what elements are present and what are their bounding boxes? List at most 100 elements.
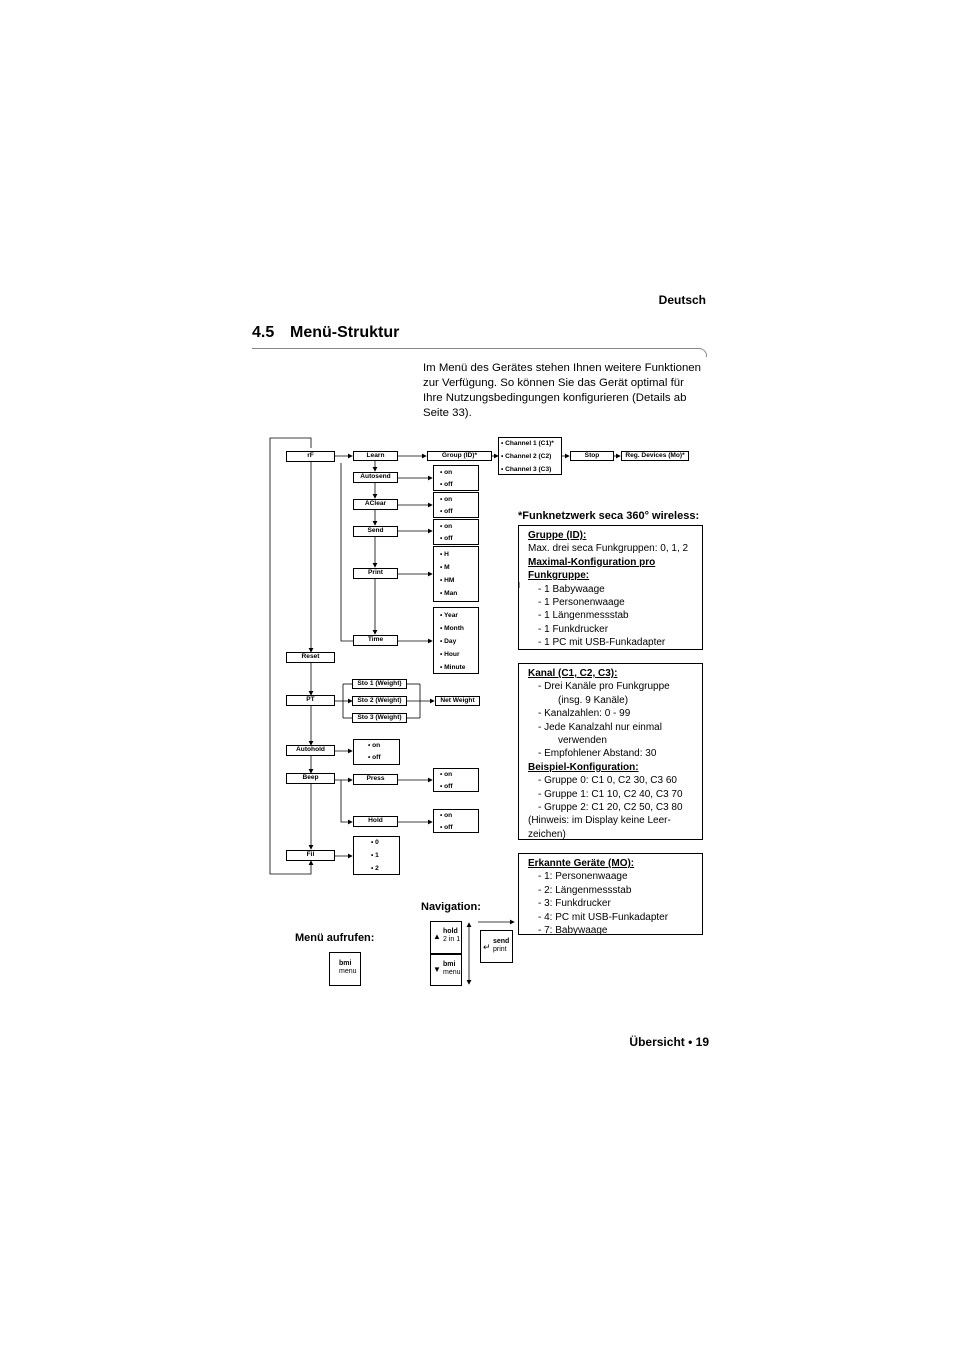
option-off: • off [440,535,453,542]
aclear-options: • on • off [433,492,479,518]
menu-item-print: Print [353,568,398,579]
intro-line: Ihre Nutzungsbedingungen konfigurieren (… [423,392,687,404]
list-item: - Kanalzahlen: 0 - 99 [538,708,631,720]
list-item: - 2: Längenmessstab [538,884,632,896]
hint-text: zeichen) [528,828,566,840]
menu-item-press: Press [353,774,398,785]
intro-line: Seite 33). [423,407,472,419]
menu-item-net-weight: Net Weight [435,696,480,706]
option-2: • 2 [371,865,379,872]
menu-item-time: Time [353,635,398,646]
list-item: - Gruppe 0: C1 0, C2 30, C3 60 [538,775,677,787]
hold-up-key[interactable]: ▲ hold 2 in 1 [430,921,462,954]
menu-item-send: Send [353,526,398,537]
section-title: Menü-Struktur [290,324,400,341]
channel-item: • Channel 3 (C3) [501,466,552,473]
language-label: Deutsch [658,293,706,307]
channel-list: • Channel 1 (C1)* • Channel 2 (C2) • Cha… [498,437,562,475]
list-item: - 1 PC mit USB-Funkadapter [538,637,666,649]
max-config-title: Maximal-Konfiguration pro [528,556,656,568]
intro-line: Im Menü des Gerätes stehen Ihnen weitere… [423,362,701,374]
option-on: • on [440,469,453,476]
menu-item-fil: Fil [286,850,335,861]
kanal-title: Kanal (C1, C2, C3): [528,668,618,679]
page-footer: Übersicht • 19 [629,1035,709,1049]
menu-item-beep: Beep [286,773,335,784]
press-options: • on • off [433,768,479,792]
key-label: hold [443,928,458,935]
list-item: - 1: Personenwaage [538,871,628,883]
list-item-continued: (insg. 9 Kanäle) [558,694,629,706]
send-options: • on • off [433,519,479,545]
option-on: • on [368,742,381,749]
list-item: - Gruppe 1: C1 10, C2 40, C3 70 [538,788,683,800]
option-on: • on [440,812,453,819]
menu-item-reset: Reset [286,652,335,663]
list-item: - Jede Kanalzahl nur einmal [538,721,662,733]
key-sublabel: menu [339,968,357,975]
option-on: • on [440,496,453,503]
menu-item-sto2: Sto 2 (Weight) [352,696,407,706]
menu-call-label: Menü aufrufen: [295,932,375,944]
info-box-devices: Erkannte Geräte (MO): - 1: Personenwaage… [518,853,703,937]
option-year: • Year [440,612,458,619]
section-number: 4.5 [252,324,275,341]
menu-item-sto1: Sto 1 (Weight) [352,679,407,689]
gruppe-text: Max. drei seca Funkgruppen: 0, 1, 2 [528,543,689,555]
fil-options: • 0 • 1 • 2 [353,836,400,875]
hold-options: • on • off [433,809,479,833]
list-item: - Empfohlener Abstand: 30 [538,748,657,760]
menu-item-hold: Hold [353,816,398,827]
arrow-down-icon: ▼ [433,965,441,974]
option-day: • Day [440,638,457,645]
list-item: - 1 Personenwaage [538,597,625,609]
key-sublabel: print [493,946,507,953]
menu-item-autohold: Autohold [286,745,335,756]
option-hm: • HM [440,577,455,584]
time-options: • Year • Month • Day • Hour • Minute [433,607,479,674]
autosend-options: • on • off [433,465,479,491]
devices-title: Erkannte Geräte (MO): [528,858,635,869]
option-month: • Month [440,625,464,632]
option-h: • H [440,551,449,558]
menu-item-stop: Stop [570,451,614,461]
key-sublabel: menu [443,969,461,976]
list-item: - Gruppe 2: C1 20, C2 50, C3 80 [538,802,683,814]
menu-item-pt: PT [286,695,335,706]
option-hour: • Hour [440,651,460,658]
list-item: - 4: PC mit USB-Funkadapter [538,911,669,923]
section-heading: 4.5 Menü-Struktur [252,324,399,342]
heading-rule [252,348,700,349]
option-off: • off [368,754,381,761]
bmi-down-key[interactable]: ▼ bmi menu [430,954,462,986]
menu-item-sto3: Sto 3 (Weight) [352,713,407,723]
enter-arrow-icon: ↵ [483,942,491,952]
list-item-continued: verwenden [558,735,607,747]
arrow-up-icon: ▲ [433,932,441,941]
key-label: send [493,938,510,945]
beispiel-title: Beispiel-Konfiguration: [528,761,639,773]
menu-item-group-id: Group (ID)* [427,451,492,461]
intro-paragraph: Im Menü des Gerätes stehen Ihnen weitere… [423,361,713,421]
bmi-menu-key[interactable]: bmi menu [329,952,361,986]
print-options: • H • M • HM • Man [433,546,479,602]
menu-item-learn: Learn [353,451,398,461]
option-1: • 1 [371,852,379,859]
key-sublabel: 2 in 1 [443,936,461,943]
max-config-title: Funkgruppe: [528,570,590,582]
key-label: bmi [443,961,456,968]
option-off: • off [440,783,453,790]
gruppe-title: Gruppe (ID): [528,530,587,541]
navigation-label: Navigation: [421,901,481,913]
list-item: - Drei Kanäle pro Funkgruppe [538,681,670,693]
menu-item-rf: rF [286,451,335,462]
list-item: - 7: Babywaage [538,925,608,937]
option-off: • off [440,481,453,488]
send-print-key[interactable]: ↵ send print [480,930,513,963]
heading-rule-curve [698,348,707,357]
option-off: • off [440,824,453,831]
menu-item-autosend: Autosend [353,472,398,483]
option-on: • on [440,771,453,778]
key-label: bmi [339,960,352,967]
